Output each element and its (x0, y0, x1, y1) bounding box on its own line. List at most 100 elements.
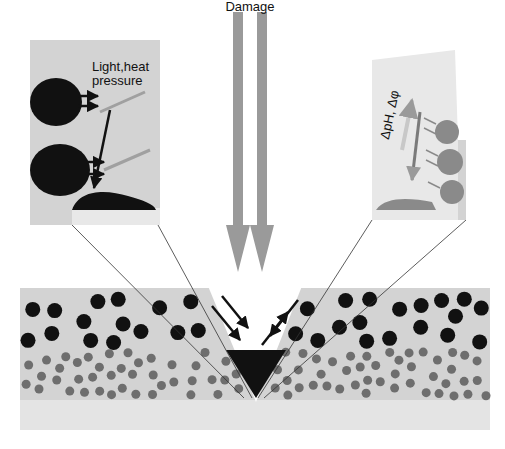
inhibitor-particle (22, 380, 31, 389)
inhibitor-particle (186, 390, 195, 399)
substrate (20, 398, 490, 430)
inhibitor-particle (35, 384, 44, 393)
inhibitor-particle (463, 390, 472, 399)
inhibitor-particle (107, 390, 116, 399)
inhibitor-particle (124, 348, 133, 357)
inhibitor-particle (295, 383, 304, 392)
inhibitor-particle (88, 373, 97, 382)
inhibitor-particle (407, 362, 416, 371)
inhibitor-particle (213, 390, 222, 399)
inhibitor-particle (335, 385, 344, 394)
inhibitor-particle (52, 375, 61, 384)
inhibitor-particle (312, 354, 321, 363)
inhibitor-particle (220, 375, 229, 384)
inhibitor-particle (356, 362, 365, 371)
microcapsule (116, 316, 131, 331)
right-inset (372, 50, 466, 220)
inhibitor-particle (328, 357, 337, 366)
inhibitor-particle (433, 356, 442, 365)
inhibitor-particle (460, 351, 469, 360)
inhibitor-particle (131, 390, 140, 399)
inhibitor-particle (473, 356, 482, 365)
inhibitor-particle (449, 391, 458, 400)
inhibitor-particle (188, 376, 197, 385)
inhibitor-particle (74, 375, 83, 384)
microcapsule (111, 292, 126, 307)
microcapsule (474, 301, 489, 316)
inhibitor-particle (317, 370, 326, 379)
inhibitor-particle (55, 364, 64, 373)
microcapsule (338, 293, 353, 308)
crack (208, 286, 302, 402)
microcapsule (106, 335, 121, 350)
inhibitor-particle (294, 365, 303, 374)
inhibitor-particle (394, 356, 403, 365)
inhibitor-particle (148, 390, 157, 399)
inhibitor-particle (80, 388, 89, 397)
inhibitor-particle (422, 388, 431, 397)
microcapsule (440, 328, 455, 343)
microcapsule (434, 293, 449, 308)
microcapsule (414, 298, 429, 313)
inhibitor-particle (169, 378, 178, 387)
inhibitor-particle (376, 377, 385, 386)
inhibitor-particle (65, 387, 74, 396)
microcapsule (300, 301, 315, 316)
inhibitor-particle (234, 384, 243, 393)
microcapsule (47, 303, 62, 318)
microcapsule (382, 331, 397, 346)
inhibitor-particle (390, 384, 399, 393)
inhibitor-particle (95, 363, 104, 372)
inhibitor-particle (362, 389, 371, 398)
microcapsule (133, 324, 148, 339)
microcapsule (170, 325, 185, 340)
inhibitor-particle (405, 348, 414, 357)
inhibitor-particle (73, 358, 82, 367)
healing-agent (226, 350, 286, 398)
inhibitor-particle (149, 371, 158, 380)
microcapsule (21, 333, 36, 348)
inhibitor-particle (95, 387, 104, 396)
inhibitor-particle (473, 376, 482, 385)
inhibitor-particle (42, 356, 51, 365)
inhibitor-particle (37, 372, 46, 381)
inhibitor-particle (481, 391, 490, 400)
inhibitor-particle (346, 352, 355, 361)
microcapsule (44, 326, 59, 341)
microcapsule (413, 320, 428, 335)
inhibitor-particle (84, 353, 93, 362)
inhibitor-particle (448, 348, 457, 357)
inhibitor-particle (107, 371, 116, 380)
inhibitor-particle (61, 352, 70, 361)
left-inset (30, 40, 160, 225)
inhibitor-particle (309, 381, 318, 390)
inhibitor-particle (447, 365, 456, 374)
damage-arrows (226, 12, 274, 272)
inhibitor-particle (128, 370, 137, 379)
inhibitor-particle (362, 352, 371, 361)
annotation-label: Light,heat pressure (92, 60, 158, 88)
inhibitor-particle (371, 361, 380, 370)
inhibitor-particle (192, 361, 201, 370)
microcapsule (83, 333, 98, 348)
microcapsule (90, 294, 105, 309)
inhibitor-particle (429, 372, 438, 381)
microcapsule (352, 315, 367, 330)
inhibitor-particle (147, 354, 156, 363)
inhibitor-particle (105, 349, 114, 358)
microcapsule (183, 294, 198, 309)
leader-lines (72, 220, 466, 398)
microcapsule (359, 334, 374, 349)
inhibitor-particle (391, 369, 400, 378)
inhibitor-particle (363, 376, 372, 385)
inhibitor-particle (419, 348, 428, 357)
inhibitor-particle (221, 357, 230, 366)
inhibitor-particle (167, 360, 176, 369)
microcapsule (392, 302, 407, 317)
inhibitor-particle (283, 391, 292, 400)
capsule-dots (21, 292, 491, 401)
inhibitor-particle (342, 366, 351, 375)
inhibitor-particle (157, 381, 166, 390)
microcapsule (76, 314, 91, 329)
